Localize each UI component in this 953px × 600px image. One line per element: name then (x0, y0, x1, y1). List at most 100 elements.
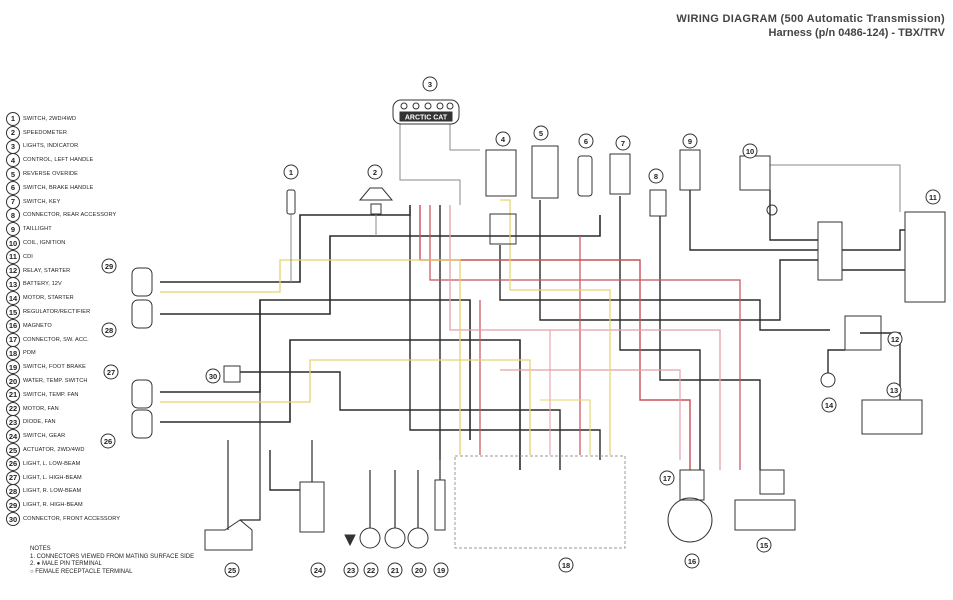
callout-11: 11 (925, 189, 941, 205)
indicator-lamp (446, 102, 454, 110)
callout-number: 26 (104, 437, 112, 446)
wire (500, 199, 611, 455)
wire (409, 215, 601, 460)
diagram-notes: NOTES 1. CONNECTORS VIEWED FROM MATING S… (30, 546, 194, 576)
callout-number: 13 (890, 386, 898, 395)
callout-circle (578, 133, 594, 149)
indicator-label: ARCTIC CAT (405, 115, 448, 122)
wire (540, 399, 591, 455)
wire (769, 190, 818, 241)
callout-circle (411, 562, 427, 578)
callout-circle (684, 553, 700, 569)
headlight-l-low (131, 409, 153, 439)
callout-26: 26 (100, 433, 116, 449)
spark-plug-cap (766, 204, 778, 216)
legend-label: SWITCH, GEAR (23, 433, 66, 440)
legend-label: COIL, IGNITION (23, 240, 66, 247)
indicator-label-plate (399, 111, 453, 122)
callout-number: 22 (367, 566, 375, 575)
regulator-connector (759, 469, 785, 495)
legend-number: 19 (6, 360, 20, 375)
wire (689, 190, 818, 251)
callout-number: 19 (437, 566, 445, 575)
wire (500, 369, 681, 460)
callout-number: 25 (228, 566, 236, 575)
legend-number: 17 (6, 332, 20, 347)
callout-circle (367, 164, 383, 180)
callout-circle (224, 562, 240, 578)
wire (269, 450, 300, 491)
wire (240, 300, 261, 521)
callout-1: 1 (283, 164, 299, 180)
callout-circle (100, 433, 116, 449)
callout-number: 2 (373, 168, 377, 177)
callout-circle (887, 331, 903, 347)
legend-number: 26 (6, 456, 20, 471)
wire (449, 124, 480, 151)
legend-number: 9 (6, 222, 20, 237)
callout-number: 15 (760, 541, 768, 550)
callout-circle (742, 143, 758, 159)
notes-line-3: ○ FEMALE RECEPTACLE TERMINAL (30, 568, 133, 575)
ignition-coil (739, 155, 771, 191)
callout-14: 14 (821, 397, 837, 413)
wire (160, 359, 531, 455)
indicator-lamp (412, 102, 420, 110)
legend-number: 25 (6, 443, 20, 458)
legend-label: SPEEDOMETER (23, 129, 67, 136)
legend-number: 24 (6, 429, 20, 444)
callout-28: 28 (101, 322, 117, 338)
callout-circle (648, 168, 664, 184)
callout-number: 12 (891, 335, 899, 344)
wire (399, 124, 461, 205)
callout-number: 8 (654, 172, 658, 181)
pdm-module (454, 455, 626, 549)
legend-label: REGULATOR/RECTIFIER (23, 309, 91, 316)
legend-label: CONNECTOR, FRONT ACCESSORY (23, 516, 121, 522)
legend-label: SWITCH, 2WD/4WD (23, 115, 77, 122)
callout-29: 29 (101, 258, 117, 274)
legend-number: 7 (6, 194, 20, 209)
notes-line-2: 2. ● MALE PIN TERMINAL (30, 561, 102, 567)
callout-circle (495, 131, 511, 147)
speedometer-plug (370, 203, 382, 215)
legend-label: PDM (23, 350, 36, 357)
callout-number: 3 (428, 80, 432, 89)
temp-fan-switch (384, 527, 406, 549)
callout-circle (387, 562, 403, 578)
headlight-r-high (131, 267, 153, 297)
wire (160, 259, 461, 455)
callout-9: 9 (682, 133, 698, 149)
callout-23: 23 (343, 562, 359, 578)
rear-accessory-connector (649, 189, 667, 217)
legend-number: 12 (6, 263, 20, 278)
callout-4: 4 (495, 131, 511, 147)
magneto (667, 497, 713, 543)
key-switch (609, 153, 631, 195)
callout-circle (433, 562, 449, 578)
legend-number: 16 (6, 318, 20, 333)
headlight-r-low (131, 299, 153, 329)
indicator-lamp (424, 102, 432, 110)
callout-circle (682, 133, 698, 149)
legend-label: LIGHT, R. HIGH-BEAM (23, 502, 83, 509)
callout-13: 13 (886, 382, 902, 398)
callout-number: 18 (562, 561, 570, 570)
wire (860, 332, 901, 400)
gear-switch (299, 481, 325, 533)
callout-number: 28 (105, 326, 113, 335)
callout-number: 9 (688, 137, 692, 146)
